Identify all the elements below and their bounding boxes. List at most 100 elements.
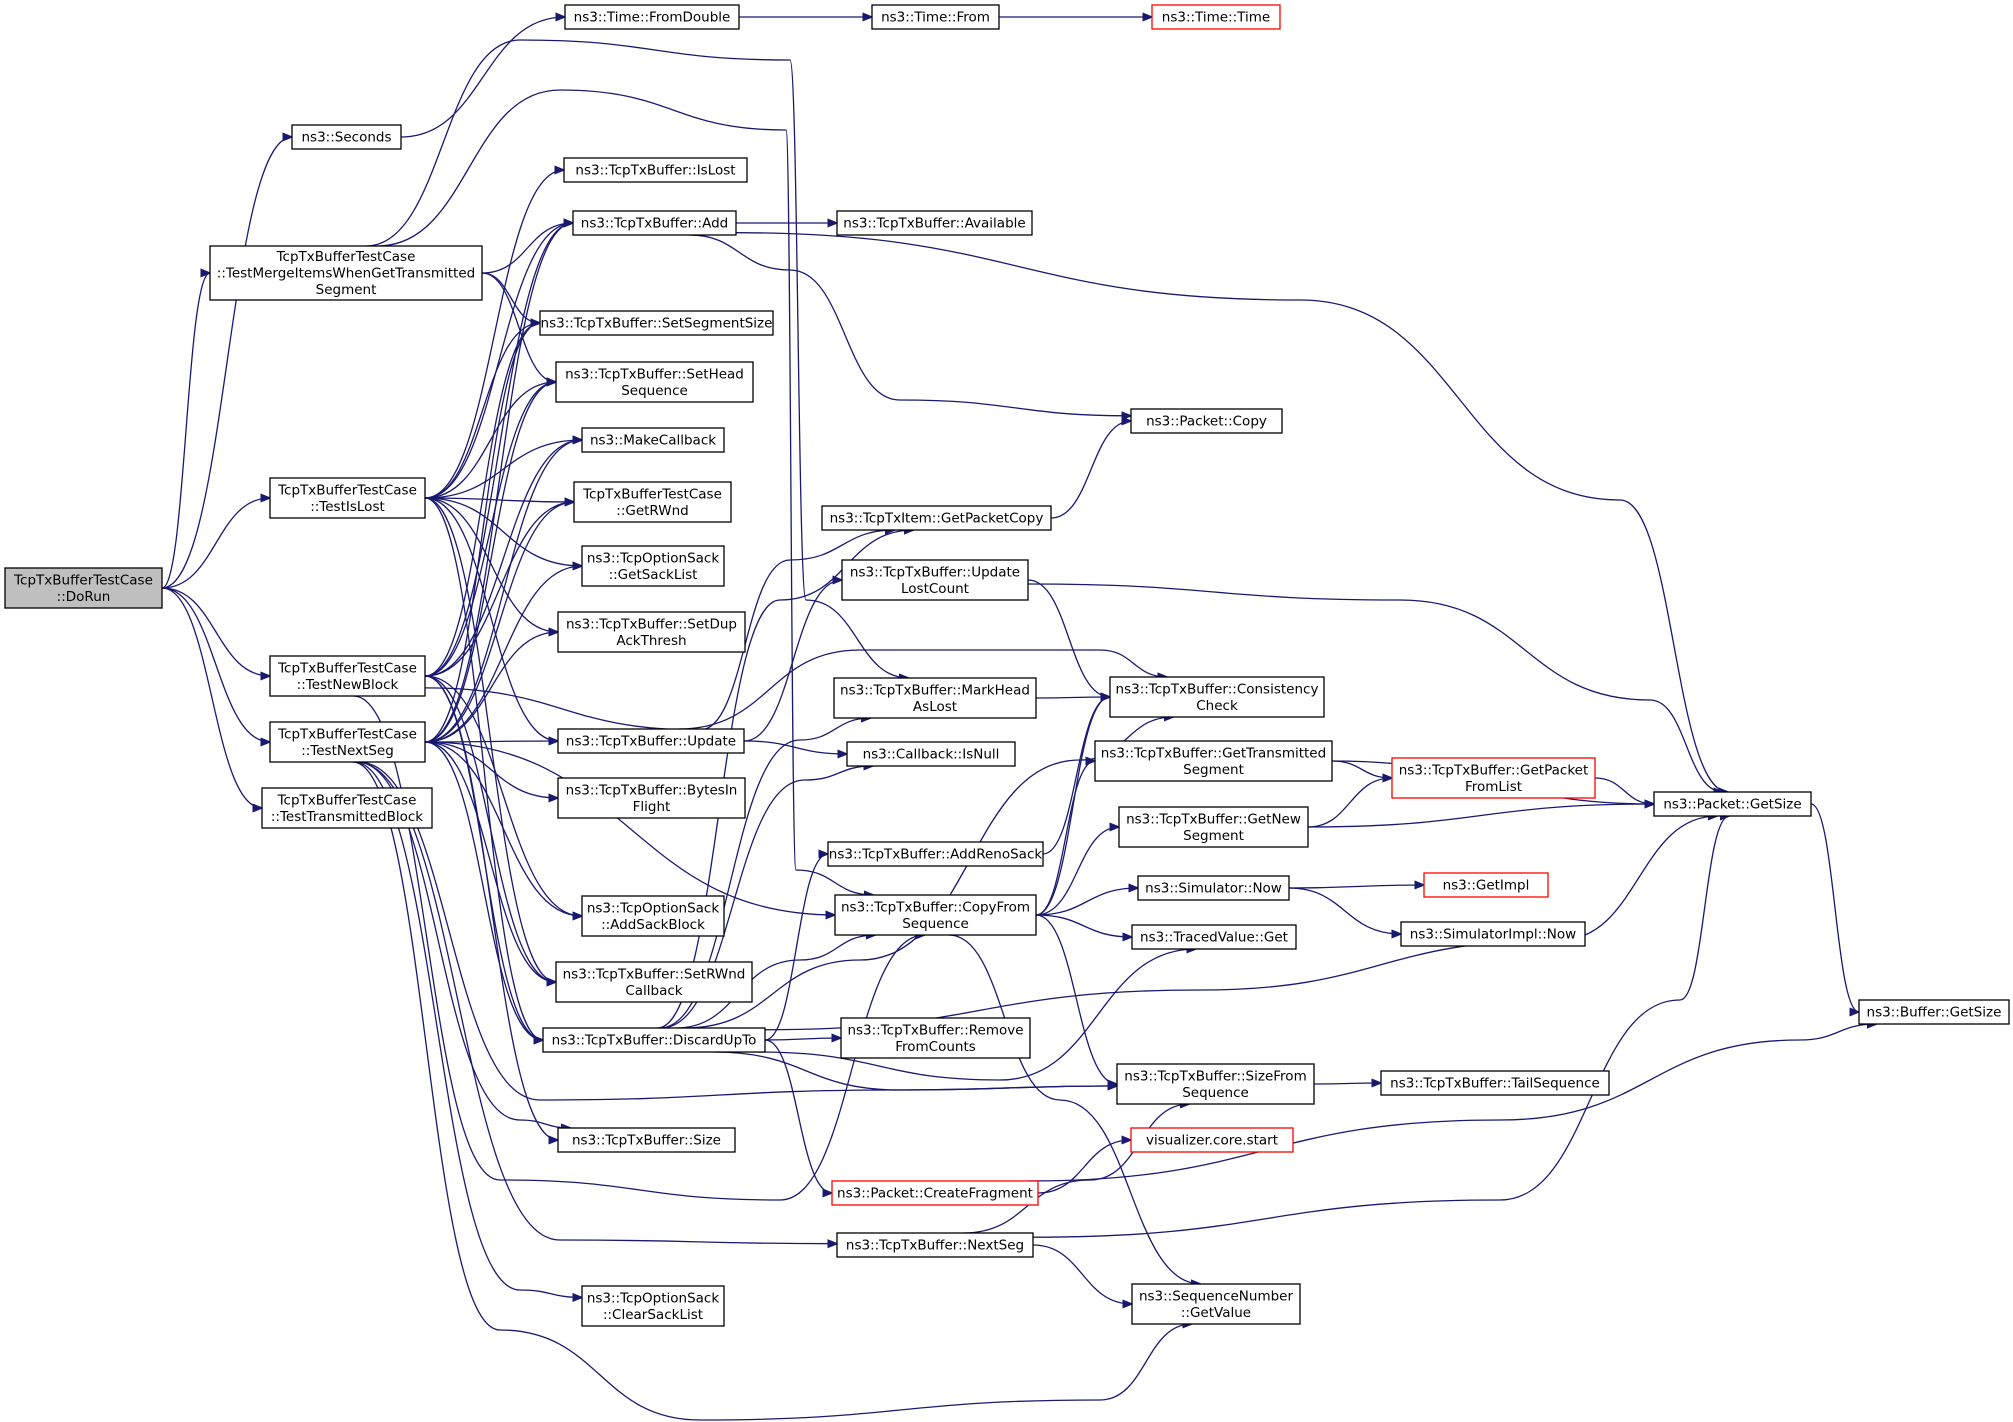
node-box-bytesinflight[interactable] bbox=[557, 777, 746, 819]
node-box-isnull[interactable] bbox=[846, 741, 1016, 767]
node-packetgetsize[interactable]: ns3::Packet::GetSize bbox=[1653, 791, 1812, 817]
node-box-buffergetsize[interactable] bbox=[1858, 999, 2010, 1025]
node-testnextseg[interactable]: TcpTxBufferTestCase::TestNextSeg bbox=[269, 721, 426, 763]
node-box-vizstart[interactable] bbox=[1130, 1127, 1294, 1153]
node-box-clearsack[interactable] bbox=[581, 1285, 725, 1327]
node-buffergetsize[interactable]: ns3::Buffer::GetSize bbox=[1858, 999, 2010, 1025]
node-clearsack[interactable]: ns3::TcpOptionSack::ClearSackList bbox=[581, 1285, 725, 1327]
node-box-updatelost[interactable] bbox=[841, 559, 1029, 601]
node-box-copyfrom[interactable] bbox=[834, 894, 1037, 936]
node-setsegsize[interactable]: ns3::TcpTxBuffer::SetSegmentSize bbox=[539, 310, 774, 336]
node-getrwnd[interactable]: TcpTxBufferTestCase::GetRWnd bbox=[573, 481, 732, 523]
node-box-packetgetsize[interactable] bbox=[1653, 791, 1812, 817]
node-seqgetvalue[interactable]: ns3::SequenceNumber::GetValue bbox=[1131, 1283, 1301, 1325]
node-box-packetcopy[interactable] bbox=[1130, 408, 1283, 434]
node-box-seqgetvalue[interactable] bbox=[1131, 1283, 1301, 1325]
node-box-testmerge[interactable] bbox=[209, 245, 483, 301]
node-box-getimpl[interactable] bbox=[1423, 872, 1549, 898]
node-box-addsackblock[interactable] bbox=[581, 895, 725, 937]
node-vizstart[interactable]: visualizer.core.start bbox=[1130, 1127, 1294, 1153]
node-box-update[interactable] bbox=[557, 728, 745, 754]
node-addsackblock[interactable]: ns3::TcpOptionSack::AddSackBlock bbox=[581, 895, 725, 937]
node-box-tailseq[interactable] bbox=[1380, 1070, 1610, 1096]
node-tailseq[interactable]: ns3::TcpTxBuffer::TailSequence bbox=[1380, 1070, 1610, 1096]
node-box-timefrom[interactable] bbox=[871, 4, 1000, 30]
node-box-timetime[interactable] bbox=[1151, 4, 1281, 30]
node-box-addreno[interactable] bbox=[827, 841, 1044, 867]
node-box-getpacketcopy[interactable] bbox=[821, 505, 1052, 531]
node-box-setsegsize[interactable] bbox=[539, 310, 774, 336]
node-box-removefrom[interactable] bbox=[840, 1017, 1031, 1059]
node-simimplnow[interactable]: ns3::SimulatorImpl::Now bbox=[1400, 921, 1586, 947]
node-getimpl[interactable]: ns3::GetImpl bbox=[1423, 872, 1549, 898]
node-available[interactable]: ns3::TcpTxBuffer::Available bbox=[836, 210, 1033, 236]
node-box-markhead[interactable] bbox=[833, 677, 1037, 719]
node-tracedget[interactable]: ns3::TracedValue::Get bbox=[1131, 924, 1297, 950]
node-box-getnewseg[interactable] bbox=[1118, 806, 1309, 848]
node-box-available[interactable] bbox=[836, 210, 1033, 236]
node-size[interactable]: ns3::TcpTxBuffer::Size bbox=[557, 1127, 736, 1153]
node-box-testnextseg[interactable] bbox=[269, 721, 426, 763]
node-box-simnow[interactable] bbox=[1137, 875, 1290, 901]
node-box-simimplnow[interactable] bbox=[1400, 921, 1586, 947]
node-getsacklist[interactable]: ns3::TcpOptionSack::GetSackList bbox=[581, 545, 725, 587]
node-packetcopy[interactable]: ns3::Packet::Copy bbox=[1130, 408, 1283, 434]
node-box-tracedget[interactable] bbox=[1131, 924, 1297, 950]
node-testtransmitted[interactable]: TcpTxBufferTestCase::TestTransmittedBloc… bbox=[261, 787, 433, 829]
node-add[interactable]: ns3::TcpTxBuffer::Add bbox=[572, 210, 737, 236]
node-box-setrwnd[interactable] bbox=[555, 961, 753, 1003]
node-box-seconds[interactable] bbox=[291, 124, 402, 150]
node-box-getpacketfrom[interactable] bbox=[1391, 757, 1596, 799]
node-isnull[interactable]: ns3::Callback::IsNull bbox=[846, 741, 1016, 767]
node-getpacketcopy[interactable]: ns3::TcpTxItem::GetPacketCopy bbox=[821, 505, 1052, 531]
node-timetime[interactable]: ns3::Time::Time bbox=[1151, 4, 1281, 30]
node-box-getrwnd[interactable] bbox=[573, 481, 732, 523]
node-nextseg[interactable]: ns3::TcpTxBuffer::NextSeg bbox=[836, 1232, 1034, 1258]
node-box-size[interactable] bbox=[557, 1127, 736, 1153]
node-box-testnewblock[interactable] bbox=[269, 655, 426, 697]
node-box-testislost[interactable] bbox=[269, 477, 426, 519]
node-box-getsacklist[interactable] bbox=[581, 545, 725, 587]
node-box-nextseg[interactable] bbox=[836, 1232, 1034, 1258]
node-box-discard[interactable] bbox=[542, 1027, 766, 1053]
node-testislost[interactable]: TcpTxBufferTestCase::TestIsLost bbox=[269, 477, 426, 519]
node-testnewblock[interactable]: TcpTxBufferTestCase::TestNewBlock bbox=[269, 655, 426, 697]
node-fromdouble[interactable]: ns3::Time::FromDouble bbox=[564, 4, 740, 30]
node-simnow[interactable]: ns3::Simulator::Now bbox=[1137, 875, 1290, 901]
node-makecallback[interactable]: ns3::MakeCallback bbox=[581, 427, 725, 453]
node-box-gettransmitted[interactable] bbox=[1094, 740, 1333, 782]
node-createfrag[interactable]: ns3::Packet::CreateFragment bbox=[831, 1180, 1039, 1206]
node-box-makecallback[interactable] bbox=[581, 427, 725, 453]
node-box-fromdouble[interactable] bbox=[564, 4, 740, 30]
node-box-setdup[interactable] bbox=[557, 611, 746, 653]
node-timefrom[interactable]: ns3::Time::From bbox=[871, 4, 1000, 30]
node-box-dorun[interactable] bbox=[4, 567, 163, 609]
node-box-add[interactable] bbox=[572, 210, 737, 236]
node-testmerge[interactable]: TcpTxBufferTestCase::TestMergeItemsWhenG… bbox=[209, 245, 483, 301]
node-box-sizefrom[interactable] bbox=[1116, 1063, 1315, 1105]
node-box-sethead[interactable] bbox=[555, 361, 754, 403]
node-box-consistency[interactable] bbox=[1109, 676, 1325, 718]
node-addreno[interactable]: ns3::TcpTxBuffer::AddRenoSack bbox=[827, 841, 1044, 867]
node-dorun[interactable]: TcpTxBufferTestCase::DoRun bbox=[4, 567, 163, 609]
node-box-testtransmitted[interactable] bbox=[261, 787, 433, 829]
node-islost[interactable]: ns3::TcpTxBuffer::IsLost bbox=[563, 157, 748, 183]
node-update[interactable]: ns3::TcpTxBuffer::Update bbox=[557, 728, 745, 754]
node-discard[interactable]: ns3::TcpTxBuffer::DiscardUpTo bbox=[542, 1027, 766, 1053]
node-box-createfrag[interactable] bbox=[831, 1180, 1039, 1206]
node-box-islost[interactable] bbox=[563, 157, 748, 183]
node-seconds[interactable]: ns3::Seconds bbox=[291, 124, 402, 150]
